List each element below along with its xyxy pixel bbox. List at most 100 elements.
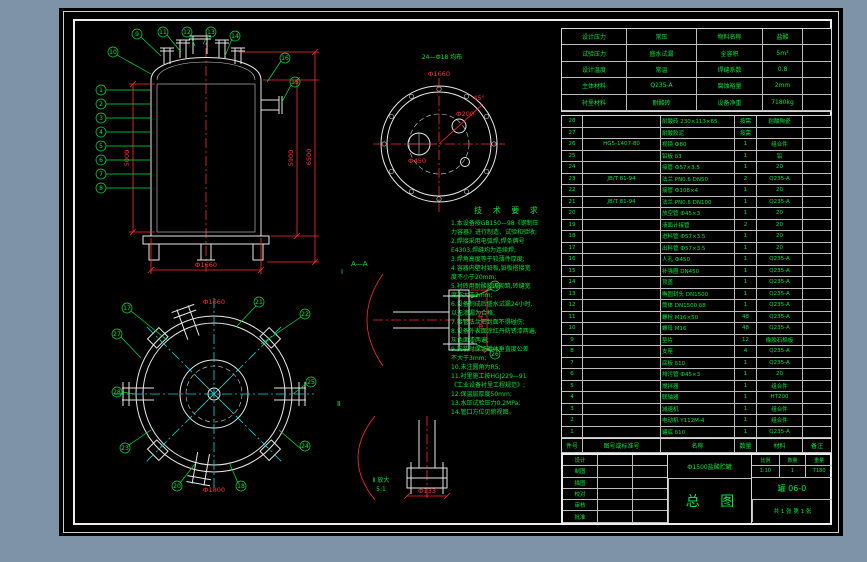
bom-material: 20 — [756, 369, 802, 380]
bom-name: 铅板 δ3 — [660, 150, 734, 161]
bom-note — [802, 265, 831, 276]
balloon: 23 — [119, 429, 152, 454]
bom-note — [802, 185, 831, 196]
bom-code — [582, 311, 660, 322]
bom-material — [756, 127, 802, 138]
balloon: 6 — [95, 154, 151, 166]
bom-code — [582, 116, 660, 127]
spec-row: 主体材料 Q235-A 腐蚀裕量 2mm — [562, 78, 831, 95]
bom-row: 3 减速机 1 组合件 — [562, 403, 831, 415]
bom-row: 6 排污管 Ф45×3 1 20 — [562, 369, 831, 381]
bom-qty: 1 — [734, 300, 756, 311]
bom-note — [802, 254, 831, 265]
spec-cell: 2mm — [762, 78, 802, 94]
signature-name — [597, 500, 632, 511]
note-line: 8.设备外表面涂红丹防锈漆两遍, — [451, 328, 537, 335]
spec-cell: 盛水试漏 — [626, 45, 696, 61]
balloon: 21 — [236, 296, 265, 327]
bolt-holes — [381, 86, 497, 202]
note-line: 11.衬里施工按HGJ229—91 — [451, 373, 527, 380]
bom-qty: 12 — [734, 334, 756, 345]
bom-material: 20 — [756, 242, 802, 253]
bom-code — [582, 346, 660, 357]
spec-cell: 衬里材料 — [581, 99, 606, 107]
bom-qty: 48 — [734, 323, 756, 334]
note-line: 3.焊角高度等于较薄件厚度; — [451, 256, 525, 263]
bom-item-no: 24 — [568, 164, 576, 171]
bom-name: 底板 δ10 — [660, 357, 734, 368]
bom-code — [582, 323, 660, 334]
svg-text:22: 22 — [301, 311, 309, 318]
balloon: 17 — [121, 302, 168, 341]
bom-item-no: 3 — [570, 405, 574, 412]
bom-header-cell: 材料 — [756, 439, 802, 452]
bom-material: 橡胶石棉板 — [756, 334, 802, 345]
bom-qty: 1 — [734, 242, 756, 253]
top-view: Ф1660 Ф450 Ф200 45° — [373, 70, 505, 212]
technical-requirements-lines: 1.本设备按GB150—98《钢制压 力容器》进行制造、试验和验收;2.焊接采用… — [451, 219, 565, 417]
signature-row: 设计 — [563, 455, 667, 467]
svg-text:26: 26 — [491, 351, 499, 358]
bom-material: Q235-A — [756, 346, 802, 357]
bom-row: 2 电动机 Y112M-4 1 组合件 — [562, 415, 831, 427]
bom-code — [582, 231, 660, 242]
svg-text:21: 21 — [255, 299, 263, 306]
spec-cell — [802, 29, 831, 45]
detail-a-label: Ⅰ — [341, 268, 344, 276]
bom-name: 搅拌器 — [660, 380, 734, 391]
balloon: 2 — [95, 98, 151, 110]
bom-row: 18 进料管 Ф57×3.5 1 20 — [562, 231, 831, 243]
bom-item-no: 21 — [568, 198, 576, 205]
bom-item-no: 12 — [568, 302, 576, 309]
bom-code — [582, 380, 660, 391]
bom-code — [582, 185, 660, 196]
note-line: 13.水压试验压力0.2MPa; — [451, 400, 521, 407]
bom-material: HT200 — [756, 392, 802, 403]
spec-cell — [802, 61, 831, 78]
bom-qty: 按需 — [734, 116, 756, 127]
balloon: 11 — [157, 26, 182, 53]
bom-qty: 1 — [734, 277, 756, 288]
signature-role: 设计 — [574, 458, 586, 465]
bom-qty: 1 — [734, 415, 756, 426]
bom-note — [802, 369, 831, 380]
spec-cell: 主体材料 — [581, 83, 606, 91]
section-label: A—A — [351, 260, 368, 268]
bom-item-no: 7 — [570, 359, 574, 366]
bom-item-no: 15 — [568, 267, 576, 274]
bom-note — [802, 357, 831, 368]
bom-qty: 2 — [734, 173, 756, 184]
bom-item-no: 17 — [568, 244, 576, 251]
bom-code — [582, 277, 660, 288]
bom-note — [802, 196, 831, 207]
bom-material: Q235-A — [756, 173, 802, 184]
plan-balloons: 17 27 28 23 20 18 24 25 22 21 — [111, 296, 317, 492]
bom-row: 23 JB/T 81-94 法兰 PN0.6 DN50 2 Q235-A — [562, 173, 831, 185]
signature-name — [597, 455, 632, 466]
bom-note — [802, 139, 831, 150]
balloon: 9 — [131, 28, 162, 57]
bom-code: JB/T 81-94 — [582, 173, 660, 184]
signature-date — [632, 455, 665, 466]
svg-text:15: 15 — [291, 79, 299, 86]
bom-note — [802, 242, 831, 253]
bom-row: 10 螺母 M16 48 Q235-A — [562, 323, 831, 335]
balloon: 7 — [95, 168, 151, 180]
bom-qty: 1 — [734, 254, 756, 265]
title-block: 设计 制图 描图 校对 — [561, 453, 832, 525]
bom-item-no: 22 — [568, 187, 576, 194]
balloon: 16 — [266, 52, 291, 83]
signature-role: 批准 — [574, 514, 586, 521]
bom-name: 支座 — [660, 346, 734, 357]
bom-name: 接管 Ф108×4 — [660, 185, 734, 196]
bom-row: 17 出料管 Ф57×3.5 1 20 — [562, 242, 831, 254]
note-line: 以无渗漏为合格; — [451, 310, 496, 317]
bom-material: 20 — [756, 162, 802, 173]
bom-name: 排污管 Ф45×3 — [660, 369, 734, 380]
scale-value: 1:10 — [759, 468, 771, 475]
spec-cell: 设计压力 — [581, 34, 606, 42]
spec-row: 试验压力 盛水试漏 全容积 5m³ — [562, 45, 831, 62]
bom-name: 电动机 Y112M-4 — [660, 415, 734, 426]
bom-material: Q235-A — [756, 288, 802, 299]
bom-qty: 1 — [734, 426, 756, 437]
